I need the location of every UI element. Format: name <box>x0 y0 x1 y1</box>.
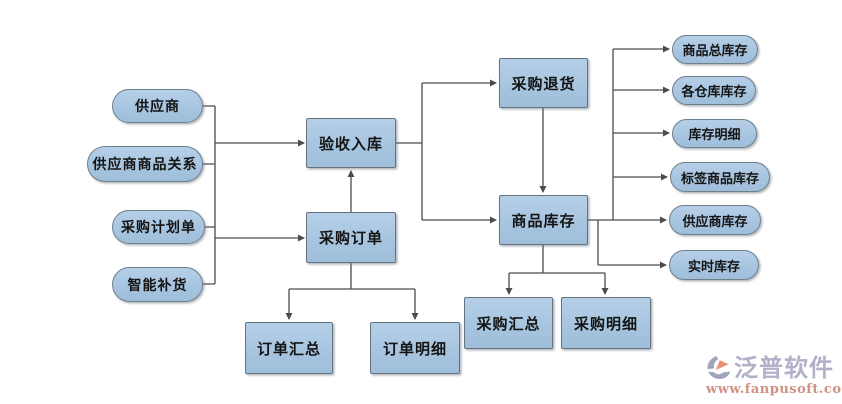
node-supplier-product-relation: 供应商商品关系 <box>87 146 203 182</box>
node-smart-replenishment: 智能补货 <box>112 267 203 302</box>
brand-url: www.fanpusoft.com <box>706 382 842 397</box>
node-product-inventory: 商品库存 <box>499 195 588 245</box>
fanpu-logo-icon <box>707 356 731 379</box>
node-order-detail: 订单明细 <box>370 322 460 374</box>
node-supplier: 供应商 <box>112 89 203 123</box>
node-realtime-inventory: 实时库存 <box>669 250 759 280</box>
node-purchase-detail: 采购明细 <box>561 297 651 349</box>
node-purchase-plan: 采购计划单 <box>112 210 205 244</box>
node-order-summary: 订单汇总 <box>245 322 333 374</box>
brand-name: 泛普软件 <box>734 352 834 382</box>
connector-bus-segments <box>203 49 614 290</box>
brand-watermark: 泛普软件 www.fanpusoft.com <box>706 352 842 397</box>
node-purchase-order: 采购订单 <box>306 212 396 263</box>
node-warehouse-inventory: 各仓库库存 <box>672 76 756 105</box>
node-purchase-return: 采购退货 <box>499 58 588 108</box>
node-acceptance-inbound: 验收入库 <box>306 118 396 168</box>
node-inventory-detail: 库存明细 <box>672 119 757 148</box>
node-tag-inventory: 标签商品库存 <box>670 162 770 192</box>
node-purchase-summary: 采购汇总 <box>464 297 553 349</box>
node-total-inventory: 商品总库存 <box>672 35 758 64</box>
node-supplier-inventory: 供应商库存 <box>669 205 761 235</box>
